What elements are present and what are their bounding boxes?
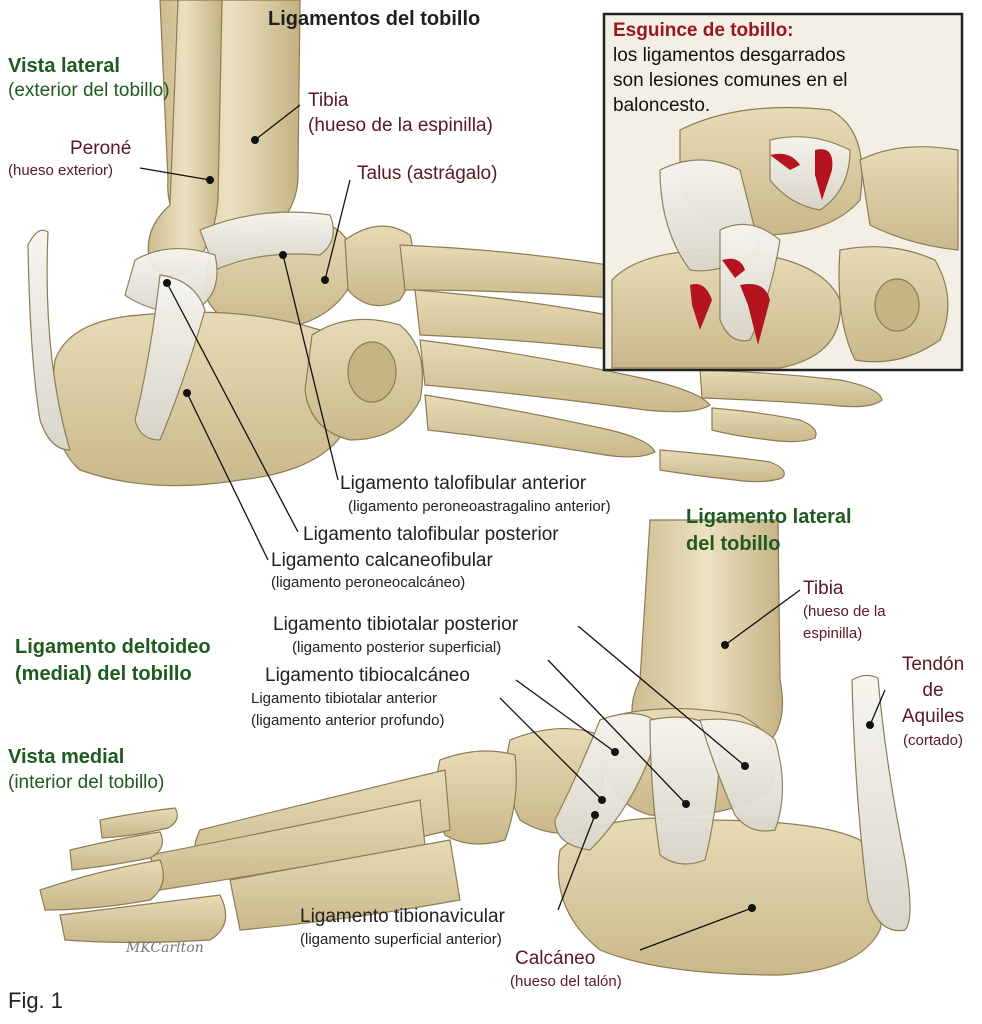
lateral-achilles-tendon (27, 229, 71, 451)
lateral-calcaneofibular-ligament (134, 274, 206, 441)
label-tibiocalcaneo: Ligamento tibiocalcáneo (265, 665, 470, 686)
label-tibia-bottom-note2: espinilla) (803, 625, 863, 642)
inset-text-line3: baloncesto. (613, 95, 711, 116)
sprain-inset (602, 12, 964, 372)
torn-ligament-blood (690, 149, 833, 345)
label-talus: Talus (astrágalo) (357, 163, 498, 184)
lateral-ligament-heading-line2: del tobillo (686, 533, 781, 555)
lateral-toe (711, 407, 817, 443)
deltoid-heading-line1: Ligamento deltoideo (15, 636, 211, 658)
lateral-view-heading: Vista lateral (8, 55, 120, 77)
label-tendon-note: (cortado) (902, 732, 964, 749)
medial-toe (39, 859, 164, 911)
label-tibia-top-note: (hueso de la espinilla) (308, 115, 493, 136)
medial-leader-lines (499, 589, 886, 951)
label-talofibular-anterior-note: (ligamento peroneoastragalino anterior) (348, 498, 611, 515)
lateral-metatarsal (424, 394, 656, 458)
medial-posterior-tibiotalar-ligament (699, 718, 784, 832)
medial-view-subheading: (interior del tobillo) (8, 772, 165, 793)
label-tibiotalar-posterior-note: (ligamento posterior superficial) (292, 639, 502, 656)
label-talofibular-anterior: Ligamento talofibular anterior (340, 473, 587, 494)
figure-label: Fig. 1 (8, 988, 64, 1013)
label-tibia-bottom: Tibia (803, 578, 844, 599)
label-perone: Peroné (70, 138, 132, 159)
lateral-toe (659, 449, 785, 483)
label-tibiotalar-anterior: Ligamento tibiotalar anterior (251, 690, 437, 707)
label-tibionavicular: Ligamento tibionavicular (300, 906, 505, 927)
inset-text-line1: los ligamentos desgarrados (613, 45, 846, 66)
label-tibiotalar-posterior: Ligamento tibiotalar posterior (273, 614, 519, 635)
lateral-anterior-talofibular-ligament (199, 211, 334, 271)
label-tibia-top: Tibia (308, 90, 349, 111)
medial-metatarsal (229, 839, 461, 931)
lateral-view-subheading: (exterior del tobillo) (8, 80, 170, 101)
label-calcaneofibular-note: (ligamento peroneocalcáneo) (271, 574, 466, 591)
artist-signature: MKCarlton (126, 940, 204, 956)
lateral-metatarsal (419, 339, 711, 413)
label-tibiotalar-anterior-note: (ligamento anterior profundo) (251, 712, 445, 729)
medial-foot (39, 519, 911, 976)
label-talofibular-posterior: Ligamento talofibular posterior (303, 524, 559, 545)
label-perone-note: (hueso exterior) (8, 162, 114, 179)
label-calcaneo: Calcáneo (515, 948, 596, 969)
lateral-leader-dots (163, 136, 329, 397)
lateral-ligament-heading-line1: Ligamento lateral (686, 506, 852, 528)
medial-toe (69, 831, 163, 871)
deltoid-heading-line2: (medial) del tobillo (15, 663, 192, 685)
lateral-leader-lines (139, 104, 351, 561)
lateral-foot (27, 0, 883, 487)
medial-toe (59, 894, 227, 944)
label-calcaneofibular: Ligamento calcaneofibular (271, 550, 493, 571)
lateral-toe (699, 369, 883, 408)
medial-calcaneus-bone (557, 817, 884, 976)
medial-leader-dots (591, 641, 874, 912)
inset-title: Esguince de tobillo: (613, 20, 794, 41)
medial-toe (99, 807, 178, 839)
label-tendon-line2: de (922, 680, 944, 701)
label-tibionavicular-note: (ligamento superficial anterior) (300, 931, 502, 948)
inset-text-line2: son lesiones comunes en el (613, 70, 848, 91)
label-tendon-line3: Aquiles (901, 706, 965, 727)
medial-view-heading: Vista medial (8, 746, 125, 768)
medial-achilles-tendon (851, 674, 911, 932)
label-calcaneo-note: (hueso del talón) (510, 973, 622, 990)
label-tibia-bottom-note1: (hueso de la (803, 603, 886, 620)
medial-tibionavicular-ligament (554, 712, 661, 851)
figure-title: Ligamentos del tobillo (268, 8, 481, 30)
label-tendon-line1: Tendón (901, 654, 965, 675)
